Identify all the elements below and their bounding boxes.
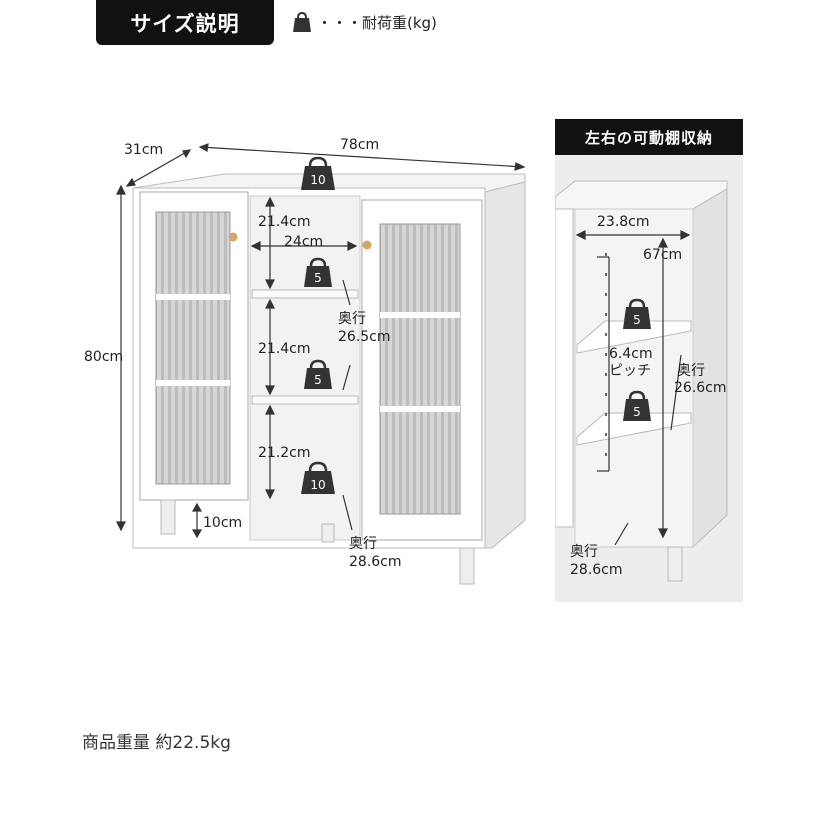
bottom-depth-value: 28.6cm	[349, 554, 402, 570]
product-weight: 商品重量 約22.5kg	[82, 733, 231, 753]
side-depth-value: 26.6cm	[674, 380, 727, 396]
shelf-height-2: 21.4cm	[258, 341, 311, 357]
weight-icon: 10	[301, 156, 335, 190]
load-shelf1: 5	[314, 271, 322, 285]
page-title: サイズ説明	[96, 0, 274, 45]
bottom-depth-label: 奥行	[349, 536, 377, 552]
compartment-width-label: 24cm	[284, 234, 324, 250]
load-legend: ・・・耐荷重(kg)	[291, 10, 437, 34]
load-top: 10	[310, 173, 325, 187]
side-bottom-depth-label: 奥行	[570, 544, 598, 560]
weight-icon	[293, 11, 311, 32]
inner-depth-value: 26.5cm	[338, 329, 391, 345]
weight-icon: 5	[304, 257, 332, 287]
height-label: 80cm	[84, 349, 124, 365]
side-bottom-depth-value: 28.6cm	[570, 562, 623, 578]
side-depth-label: 奥行	[677, 363, 705, 379]
weight-icon: 5	[623, 298, 651, 329]
weight-icon: 10	[301, 461, 335, 494]
depth-label: 31cm	[124, 142, 164, 158]
load-shelf2: 5	[314, 373, 322, 387]
side-pitch-label: ピッチ	[609, 363, 651, 379]
load-bottom: 10	[310, 478, 325, 492]
width-label: 78cm	[340, 137, 380, 153]
cabinet-illustration: 10 5 5 10	[116, 143, 526, 585]
inner-depth-label: 奥行	[338, 311, 366, 327]
leg-height-label: 10cm	[203, 515, 243, 531]
weight-icon: 5	[623, 390, 651, 421]
side-load-lower: 5	[633, 405, 641, 419]
weight-icon: 5	[304, 359, 332, 389]
legend-text: ・・・耐荷重(kg)	[317, 13, 437, 32]
shelf-height-1: 21.4cm	[258, 214, 311, 230]
side-width-label: 23.8cm	[597, 214, 650, 230]
side-height-label: 67cm	[643, 247, 683, 263]
shelf-height-3: 21.2cm	[258, 445, 311, 461]
side-pitch-value: 6.4cm	[609, 346, 653, 362]
side-illustration: 5 5	[555, 180, 728, 582]
side-load-upper: 5	[633, 313, 641, 327]
side-section-title: 左右の可動棚収納	[555, 119, 743, 155]
